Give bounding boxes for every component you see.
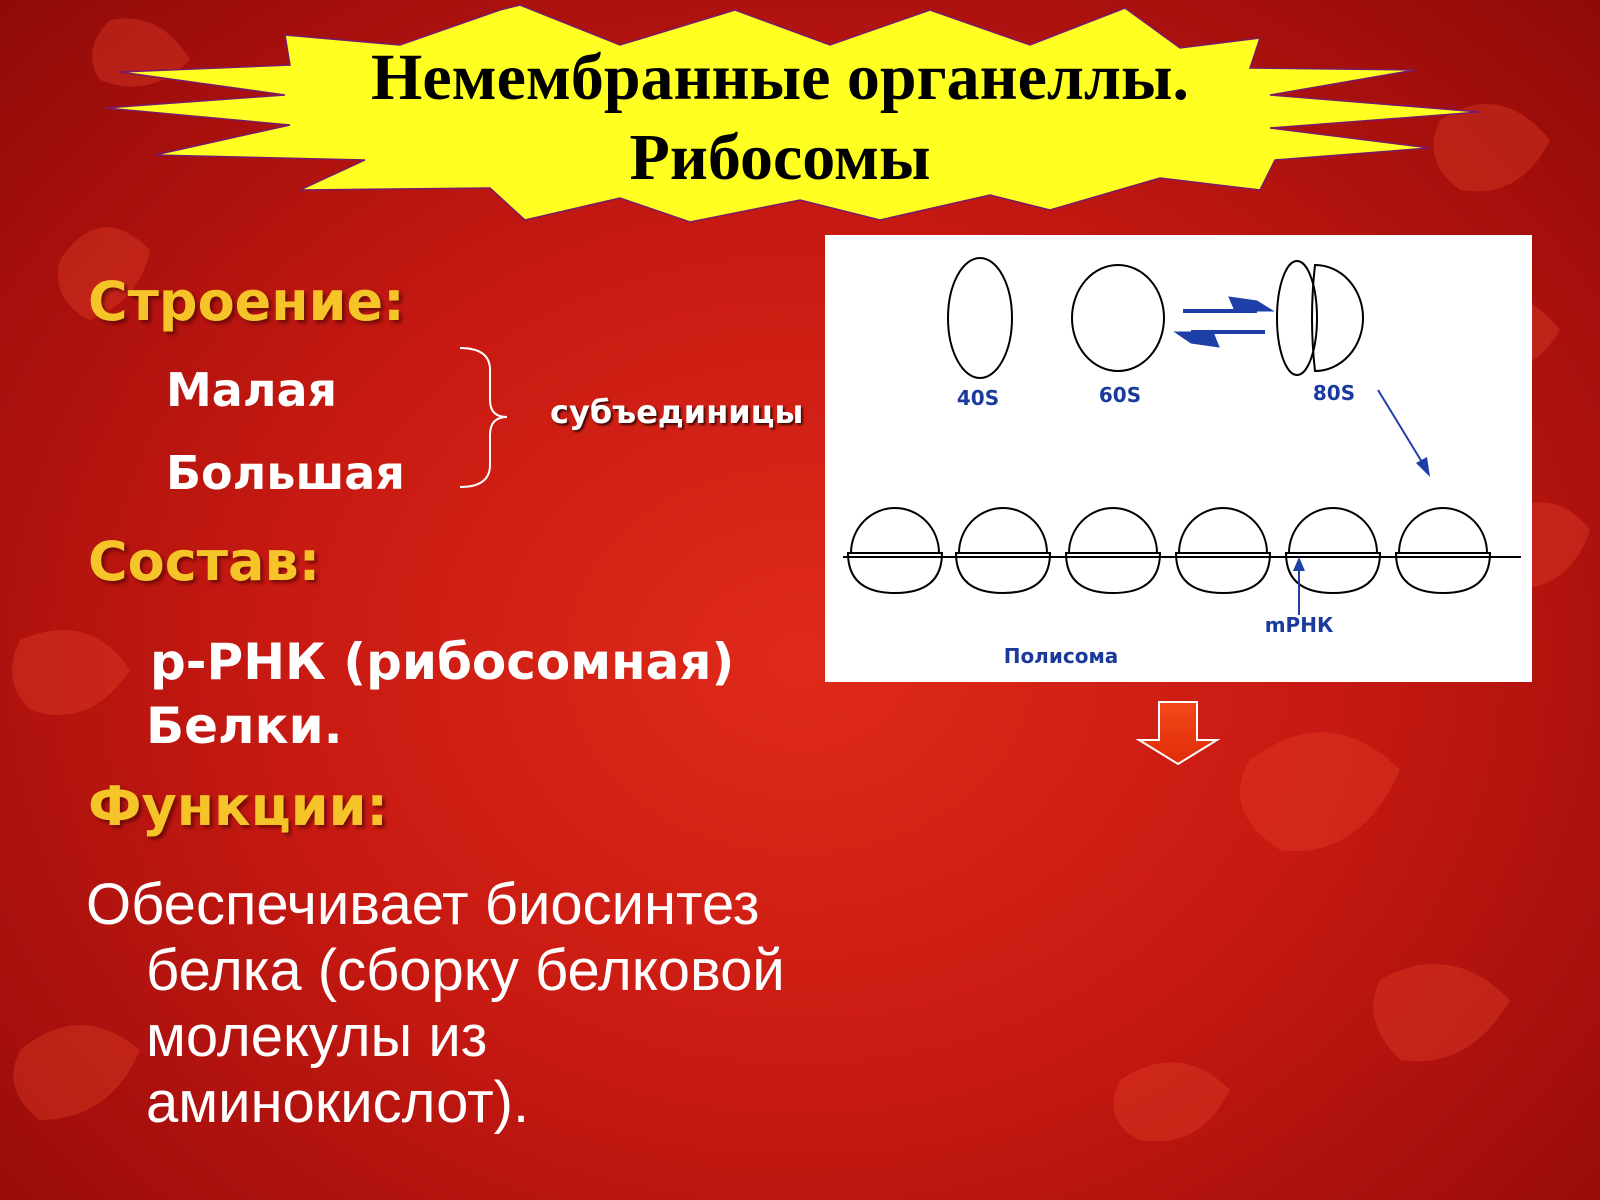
functions-text: Обеспечивает биосинтез белка (сборку бел… bbox=[86, 872, 846, 1136]
subunit-40s-shape bbox=[947, 257, 1013, 379]
label-polysome: Полисома bbox=[1004, 644, 1119, 668]
polysome-small-subunit bbox=[846, 552, 944, 595]
ribosome-diagram: 40S 60S 80S mРНК Полисома bbox=[825, 235, 1532, 682]
subunits-label: субъединицы bbox=[550, 393, 804, 431]
composition-item-rrna: р-РНК (рибосомная) bbox=[150, 633, 735, 691]
curly-brace bbox=[459, 347, 508, 488]
polysome-small-subunit bbox=[1394, 552, 1492, 595]
title-starburst bbox=[104, 4, 1481, 223]
arrow-left-icon bbox=[1173, 331, 1220, 348]
subunit-60s-shape bbox=[1071, 264, 1165, 372]
polysome-small-subunit bbox=[1284, 552, 1382, 595]
label-80s: 80S bbox=[1313, 381, 1355, 405]
arrow-up-icon bbox=[1293, 557, 1305, 571]
ribosome-diagram-svg: 40S 60S 80S mРНК Полисома bbox=[843, 257, 1521, 668]
down-arrow-icon bbox=[1135, 701, 1221, 766]
polysome-large-subunit bbox=[1397, 507, 1489, 554]
title-line-2: Рибосомы bbox=[629, 121, 931, 194]
arrow-right-icon bbox=[1228, 296, 1275, 312]
polysome-group bbox=[846, 507, 1492, 595]
ribosome-80s-small bbox=[1276, 260, 1318, 376]
title-line-1: Немембранные органеллы. bbox=[370, 41, 1189, 114]
composition-item-proteins: Белки. bbox=[146, 697, 343, 755]
polysome-large-subunit bbox=[849, 507, 941, 554]
label-40s: 40S bbox=[957, 386, 999, 410]
leaf-shape bbox=[13, 1025, 141, 1120]
polysome-small-subunit bbox=[954, 552, 1052, 595]
structure-item-large: Большая bbox=[166, 446, 405, 500]
polysome-large-subunit bbox=[957, 507, 1049, 554]
structure-heading: Строение: bbox=[88, 270, 405, 333]
leaf-shape bbox=[1373, 964, 1510, 1062]
functions-line-3: молекулы из bbox=[146, 1004, 488, 1069]
polysome-large-subunit bbox=[1287, 507, 1379, 554]
functions-line-4: аминокислот). bbox=[146, 1070, 530, 1135]
polysome-small-subunit bbox=[1064, 552, 1162, 595]
leaf-shape bbox=[58, 227, 150, 320]
ribosome-80s-large bbox=[1311, 263, 1364, 373]
leaf-shape bbox=[12, 630, 130, 715]
functions-line-1: Обеспечивает биосинтез bbox=[86, 872, 760, 937]
starburst-shape bbox=[104, 4, 1481, 223]
label-mrna: mРНК bbox=[1265, 613, 1334, 637]
functions-line-2: белка (сборку белковой bbox=[146, 938, 785, 1003]
arrow-down-right-icon bbox=[1416, 457, 1430, 477]
composition-heading: Состав: bbox=[88, 530, 321, 593]
leaf-shape bbox=[1240, 732, 1400, 851]
polysome-large-subunit bbox=[1177, 507, 1269, 554]
slide-title: Немембранные органеллы. Рибосомы bbox=[250, 38, 1310, 198]
leaf-shape bbox=[1113, 1062, 1230, 1142]
leaf-shape bbox=[1433, 104, 1550, 192]
polysome-small-subunit bbox=[1174, 552, 1272, 595]
label-60s: 60S bbox=[1099, 383, 1141, 407]
functions-heading: Функции: bbox=[88, 775, 389, 838]
structure-item-small: Малая bbox=[166, 363, 338, 417]
polysome-large-subunit bbox=[1067, 507, 1159, 554]
